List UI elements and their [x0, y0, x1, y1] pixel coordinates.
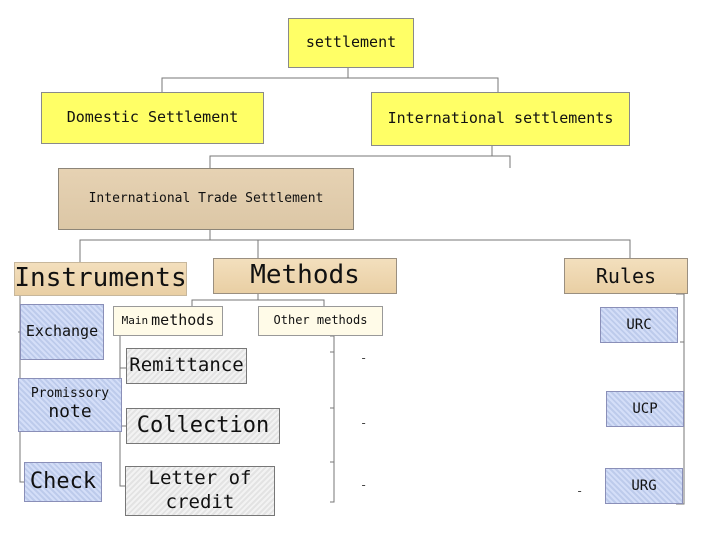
- node-urg: URG: [605, 468, 683, 504]
- node-other-methods: Other methods: [258, 306, 383, 336]
- node-check-label: Check: [29, 469, 97, 495]
- node-check: Check: [24, 462, 102, 502]
- node-letter-of-credit: Letter of credit: [125, 466, 275, 516]
- node-methods-label: Methods: [250, 260, 360, 291]
- node-promissory-note-line2: note: [48, 401, 92, 423]
- node-international-trade-settlement-label: International Trade Settlement: [88, 190, 324, 206]
- other-method-item-1: -: [360, 351, 368, 365]
- other-method-item-2: -: [360, 416, 368, 430]
- node-international-trade-settlement: International Trade Settlement: [58, 168, 354, 230]
- node-settlement: settlement: [288, 18, 414, 68]
- node-promissory-note-line1: Promissory: [30, 386, 110, 402]
- node-letter-of-credit-line2: credit: [165, 491, 235, 513]
- node-rules: Rules: [564, 258, 688, 294]
- node-methods: Methods: [213, 258, 397, 294]
- node-ucp: UCP: [606, 391, 684, 427]
- node-urc-label: URC: [626, 316, 652, 333]
- node-remittance: Remittance: [126, 348, 247, 384]
- node-exchange-label: Exchange: [25, 322, 99, 341]
- node-urc: URC: [600, 307, 678, 343]
- rules-extra-item: -: [576, 484, 584, 498]
- node-rules-label: Rules: [595, 263, 657, 288]
- node-collection-label: Collection: [136, 413, 270, 439]
- node-ucp-label: UCP: [632, 400, 658, 417]
- node-remittance-label: Remittance: [129, 354, 244, 377]
- node-main-methods: Main methods: [113, 306, 223, 336]
- node-collection: Collection: [126, 408, 280, 444]
- node-letter-of-credit-line1: Letter of: [148, 467, 252, 490]
- node-urg-label: URG: [631, 477, 657, 494]
- node-exchange: Exchange: [20, 304, 104, 360]
- node-instruments: Instruments: [14, 262, 187, 296]
- other-method-item-3: -: [360, 478, 368, 492]
- node-main-methods-prefix: Main: [121, 313, 149, 327]
- node-main-methods-suffix: methods: [151, 311, 215, 330]
- node-promissory-note: Promissory note: [18, 378, 122, 432]
- node-domestic-settlement: Domestic Settlement: [41, 92, 264, 144]
- node-international-settlements: International settlements: [371, 92, 630, 146]
- node-settlement-label: settlement: [305, 33, 397, 52]
- node-international-settlements-label: International settlements: [387, 109, 614, 128]
- node-instruments-label: Instruments: [14, 263, 187, 294]
- node-other-methods-label: Other methods: [273, 313, 368, 328]
- node-domestic-settlement-label: Domestic Settlement: [66, 108, 239, 127]
